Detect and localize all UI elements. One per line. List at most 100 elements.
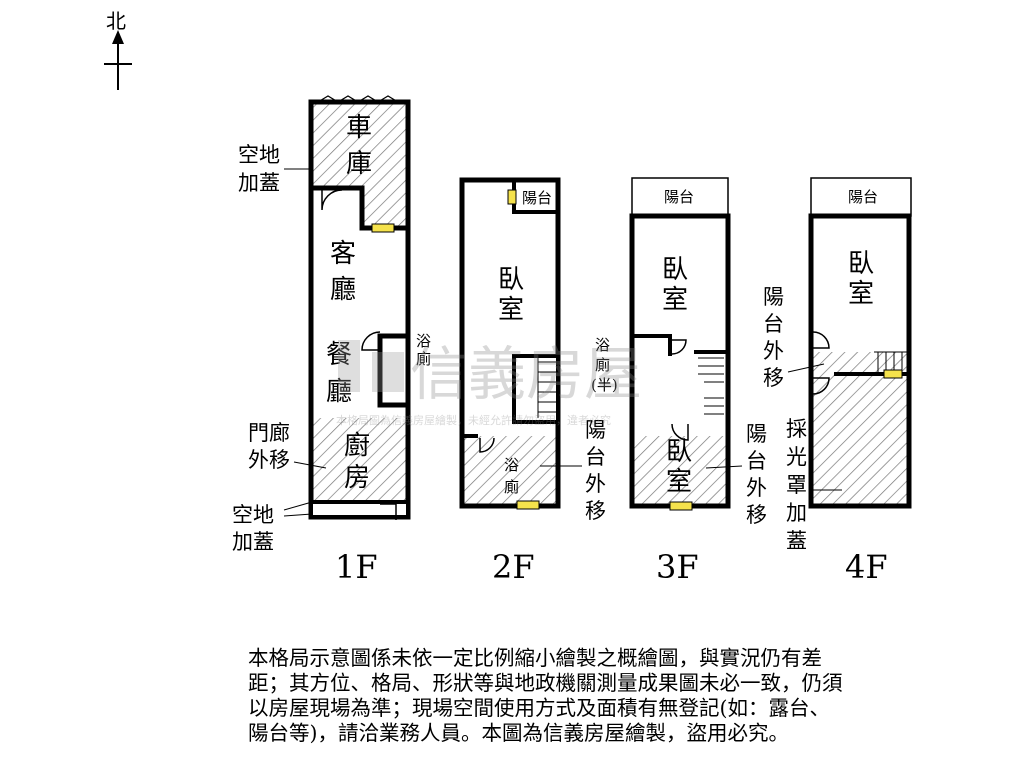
floor-2f: 陽台 臥 室 浴 廁 陽 台 外 移 2F	[459, 177, 606, 586]
1f-porch-label: 門廊	[248, 421, 290, 445]
2f-balcony-moved-label: 移	[585, 499, 606, 523]
2f-balcony-moved-label: 台	[585, 445, 606, 469]
leader-line	[293, 461, 327, 469]
3f-bath-door-icon	[671, 339, 687, 355]
2f-bath-char: 廁	[504, 478, 519, 496]
leader-line	[787, 363, 825, 373]
4f-skylight-area	[811, 374, 909, 506]
1f-bath-char: 浴	[416, 332, 431, 350]
3f-room2-area	[632, 436, 728, 506]
floor-3f: 陽台 臥 室 臥 室 浴 廁 (半) 陽 台 外 移 3F	[591, 177, 767, 586]
watermark-text: 本格局圖為信義房屋繪製，未經允許請勿盜用，違者必究	[336, 413, 611, 427]
3f-room2-char: 臥	[666, 437, 692, 467]
4f-skylight-label: 罩	[786, 473, 807, 497]
4f-balcony-moved-label: 台	[763, 312, 784, 336]
4f-skylight-label: 採	[786, 417, 807, 441]
watermark-logo-text: 信義房屋	[410, 340, 642, 408]
garage-shutter-icon	[317, 95, 399, 103]
4f-room-door-icon	[812, 331, 830, 349]
2f-bath-area	[462, 436, 558, 504]
disclaimer: 本格局示意圖係未依一定比例縮小繪製之概繪圖，與實況仍有差 距；其方位、格局、形狀…	[248, 646, 928, 746]
3f-room-char: 室	[662, 285, 688, 315]
floor-label-1f: 1F	[335, 548, 378, 586]
north-arrowhead-icon	[112, 30, 124, 44]
watermark-logo-icon	[338, 340, 360, 392]
north-label: 北	[106, 9, 126, 33]
1f-room-char: 廳	[330, 275, 356, 305]
leader-line	[283, 501, 313, 511]
3f-bath-wall	[632, 334, 672, 356]
4f-room-char: 臥	[848, 249, 874, 279]
4f-balcony-moved-label: 移	[763, 366, 784, 390]
4f-skylight-label: 加	[786, 501, 807, 525]
3f-stair-marker	[669, 501, 693, 511]
1f-open-bottom-label: 空地	[232, 503, 274, 527]
1f-open-top-label: 空地	[238, 143, 280, 167]
floor-label-2f: 2F	[492, 548, 535, 586]
1f-room-char: 餐	[326, 340, 352, 370]
leader-line	[283, 513, 313, 517]
garage-door-icon	[321, 189, 343, 211]
3f-balcony-moved-label: 移	[746, 503, 767, 527]
3f-balcony-moved-label: 陽	[746, 422, 767, 446]
3f-room2-door-icon	[671, 423, 689, 441]
1f-room-char: 車	[346, 113, 372, 143]
1f-stair-marker	[371, 223, 395, 233]
1f-room-char: 廚	[344, 431, 370, 461]
3f-room2-char: 室	[666, 467, 692, 497]
3f-bath-char: 浴	[595, 336, 610, 354]
1f-room-char: 庫	[346, 149, 372, 179]
disclaimer-line: 陽台等)，請洽業務人員。本圖為信義房屋繪製，盜用必究。	[248, 721, 789, 745]
1f-bath-wall	[377, 333, 407, 408]
4f-stair-treads	[874, 351, 909, 372]
floor-4f: 陽台 臥 室 陽 台 外 移 採 光 罩 加 蓋 4F	[763, 177, 912, 586]
4f-skylight-label: 蓋	[786, 529, 807, 553]
2f-stair-block	[512, 354, 560, 424]
disclaimer-line: 距；其方位、格局、形狀等與地政機關測量成果圖未必一致，仍須	[248, 671, 843, 695]
4f-balcony-moved-label: 陽	[763, 285, 784, 309]
1f-room-char: 房	[344, 463, 370, 493]
2f-balcony-moved-label: 陽	[585, 418, 606, 442]
4f-stair-marker	[883, 369, 903, 379]
1f-open-top-label: 加蓋	[238, 171, 280, 195]
4f-skylight-door-icon	[812, 377, 830, 395]
3f-bath-char: 廁	[595, 356, 610, 374]
4f-skylight-label: 光	[786, 445, 807, 469]
disclaimer-line: 本格局示意圖係未依一定比例縮小繪製之概繪圖，與實況仍有差	[248, 646, 822, 670]
2f-room-char: 臥	[498, 265, 524, 295]
3f-balcony-moved-label: 台	[746, 449, 767, 473]
1f-bottom-strip	[309, 500, 410, 519]
2f-balcony-label: 陽台	[522, 189, 552, 207]
4f-balcony-moved-label: 外	[763, 339, 784, 363]
2f-balcony-marker	[507, 189, 517, 205]
2f-outer-wall	[459, 177, 561, 509]
leader-line	[705, 465, 743, 469]
kitchen-area	[311, 418, 407, 502]
floor-1f: 車 庫 客 廳 餐 廳 廚 房 浴 廁 空地 加蓋 門廊 外移 空地 加蓋 1F	[232, 95, 431, 586]
4f-stair-area	[811, 352, 909, 374]
2f-stair-treads	[537, 358, 556, 418]
garage-area	[311, 104, 407, 228]
bath-door-icon	[361, 331, 381, 351]
1f-open-bottom-label: 加蓋	[232, 530, 274, 554]
3f-bath-char: (半)	[591, 376, 618, 394]
watermark: 信義房屋 本格局圖為信義房屋繪製，未經允許請勿盜用，違者必究	[336, 340, 642, 427]
2f-balcony-moved-label: 外	[585, 472, 606, 496]
4f-room-char: 室	[848, 279, 874, 309]
1f-bath-char: 廁	[416, 350, 431, 368]
3f-balcony-label: 陽台	[664, 188, 694, 206]
3f-balcony-moved-label: 外	[746, 476, 767, 500]
2f-stair-marker	[516, 500, 540, 510]
4f-balcony-label: 陽台	[848, 188, 878, 206]
watermark-logo-icon	[372, 352, 404, 392]
3f-stair-treads	[698, 357, 724, 415]
floor-label-3f: 3F	[656, 548, 699, 586]
3f-room-char: 臥	[662, 255, 688, 285]
compass: 北	[104, 9, 132, 90]
floor-label-4f: 4F	[845, 548, 888, 586]
2f-bath-door-icon	[479, 437, 495, 453]
2f-bath-char: 浴	[504, 456, 519, 474]
2f-room-char: 室	[498, 295, 524, 325]
3f-balcony-box	[631, 177, 729, 217]
